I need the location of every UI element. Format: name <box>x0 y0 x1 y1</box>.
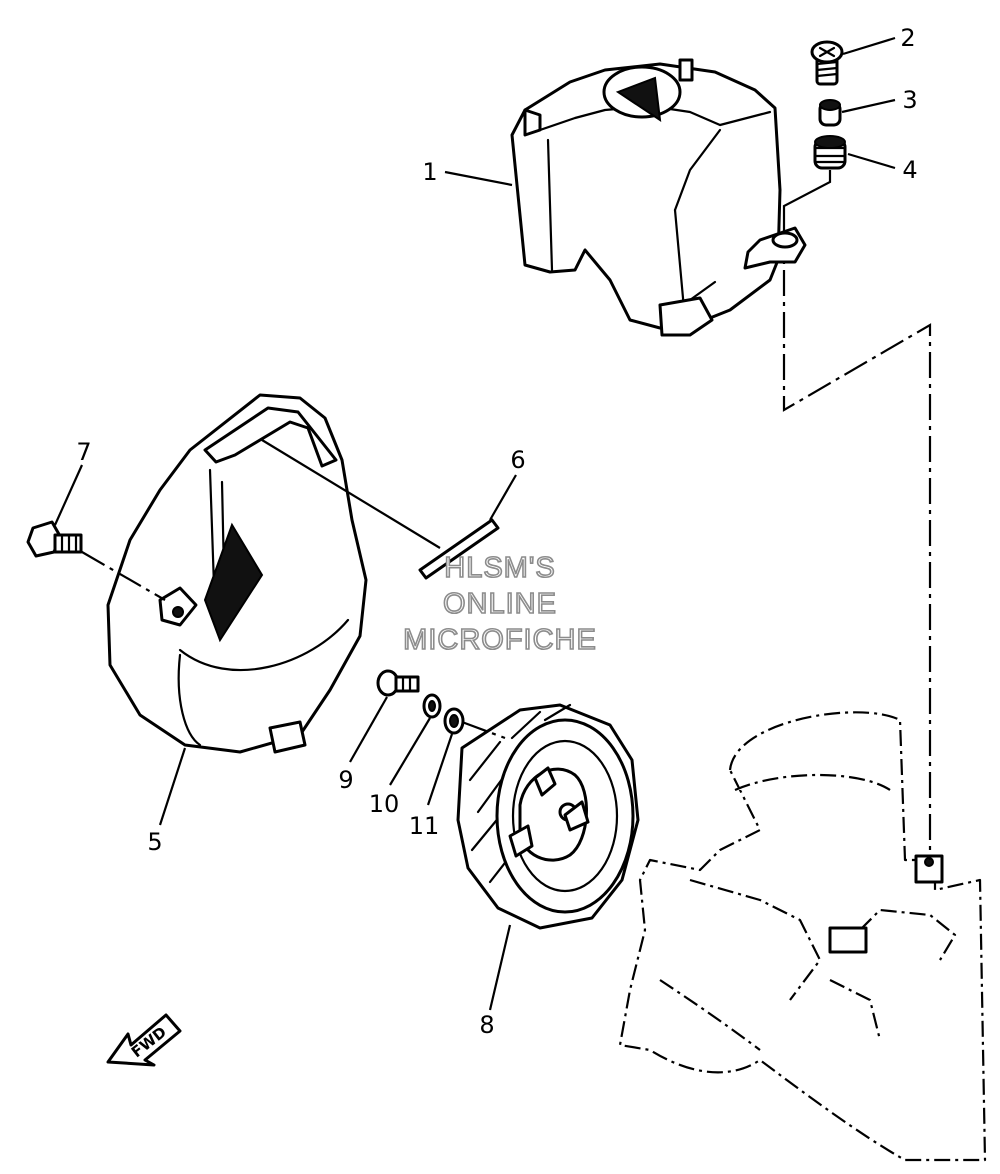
leader-4 <box>847 152 896 170</box>
callout-1: 1 <box>422 158 437 186</box>
fan-housing-part-5 <box>106 393 368 754</box>
callout-labels: 1 2 3 4 5 6 7 8 9 10 11 <box>76 24 917 1039</box>
leader-5 <box>158 747 187 826</box>
callout-6: 6 <box>510 446 525 474</box>
callout-4: 4 <box>902 156 917 184</box>
top-cover-part-1 <box>510 58 807 337</box>
engine-block-phantom <box>618 711 987 1162</box>
watermark-line-2: ONLINE <box>443 588 557 620</box>
callout-3: 3 <box>902 86 917 114</box>
pin-part-6 <box>261 439 500 580</box>
flywheel-fan-part-8 <box>456 703 640 930</box>
fwd-arrow-icon <box>106 1013 182 1067</box>
washer-part-11 <box>426 707 506 806</box>
bolt-part-7 <box>26 520 166 601</box>
engine-bracket <box>828 926 868 954</box>
fwd-direction-arrow: FWD <box>106 1013 182 1067</box>
bolt-part-2 <box>810 40 844 86</box>
leader-2 <box>842 36 896 56</box>
washer-part-10 <box>389 693 442 786</box>
callout-9: 9 <box>338 766 353 794</box>
grommet-part-4 <box>782 135 847 228</box>
assembly-centerline <box>782 228 932 860</box>
callout-2: 2 <box>900 24 915 52</box>
leader-1 <box>444 170 513 187</box>
watermark-line-1: HLSM'S <box>444 552 555 584</box>
watermark-line-3: MICROFICHE <box>403 624 597 656</box>
leader-6 <box>489 474 517 521</box>
leader-7 <box>53 464 84 526</box>
callout-8: 8 <box>479 1011 494 1039</box>
callout-11: 11 <box>409 812 440 840</box>
callout-5: 5 <box>147 828 162 856</box>
housing-clip <box>268 720 307 754</box>
watermark: HLSM'S ONLINE MICROFICHE <box>402 551 597 657</box>
screw-part-9 <box>349 669 420 763</box>
callout-10: 10 <box>369 790 400 818</box>
callout-7: 7 <box>76 438 91 466</box>
leader-8 <box>488 924 512 1011</box>
leader-3 <box>841 98 896 114</box>
collar-part-3 <box>818 99 842 127</box>
